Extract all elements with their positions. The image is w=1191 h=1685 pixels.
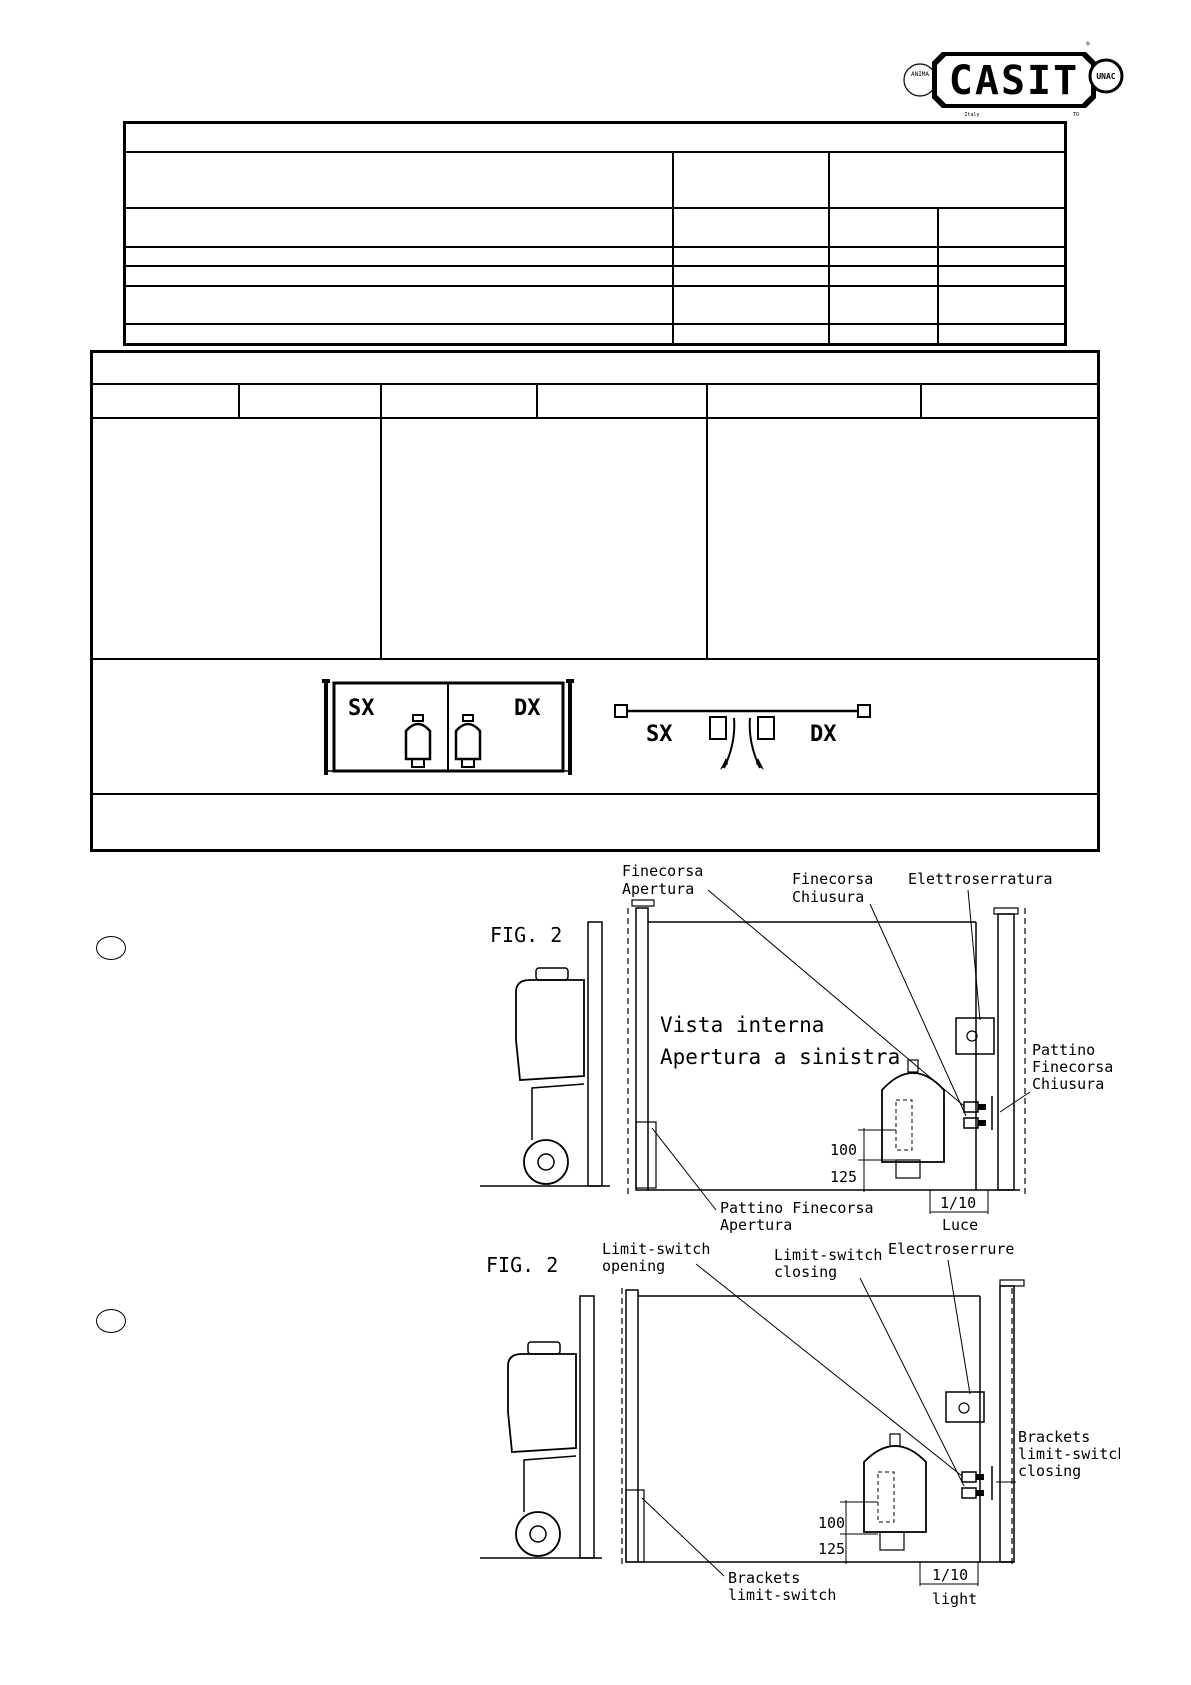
language-flag-en-icon: [96, 1309, 126, 1333]
registered-mark: ®: [1086, 41, 1090, 48]
opening-limit-it-2: Apertura: [622, 880, 694, 898]
view-line2-it: Apertura a sinistra: [660, 1045, 900, 1069]
lock-label-en: Electroserrure: [888, 1240, 1014, 1258]
closing-bracket-en-3: closing: [1018, 1462, 1081, 1480]
plan-label-sx: SX: [646, 722, 673, 747]
label-sx: SX: [348, 696, 375, 721]
opening-bracket-it-2: Apertura: [720, 1216, 792, 1234]
electric-lock-en: [945, 1391, 985, 1423]
closing-limit-it-1: Finecorsa: [792, 870, 873, 888]
closing-limit-en-1: Limit-switch: [774, 1246, 882, 1264]
closing-bracket-en-1: Brackets: [1018, 1428, 1090, 1446]
span-en: light: [932, 1590, 977, 1608]
spec-table-top: [123, 121, 1067, 346]
closing-bracket-it-1: Pattino: [1032, 1041, 1095, 1059]
closing-bracket-it-2: Finecorsa: [1032, 1058, 1113, 1076]
gate-plan-diagram: SX DX: [614, 704, 871, 770]
ratio-en: 1/10: [932, 1566, 968, 1584]
figure-2-english: FIG. 2 100 125 1/10 light Limit-switch o…: [480, 1240, 1120, 1608]
operator-right-icon: [454, 714, 482, 768]
dim-125-it: 125: [830, 1168, 857, 1186]
label-dx: DX: [514, 696, 541, 721]
opening-limit-en-2: opening: [602, 1257, 665, 1275]
plan-operator-left: [709, 716, 727, 740]
unac-badge-text: UNAC: [1096, 72, 1115, 81]
closing-limit-it-2: Chiusura: [792, 888, 864, 906]
lock-label-it: Elettroserratura: [908, 870, 1053, 888]
gate-operator-side-view: [480, 921, 610, 1187]
closing-limit-en-2: closing: [774, 1263, 837, 1281]
plan-operator-right: [757, 716, 775, 740]
dim-125-en: 125: [818, 1540, 845, 1558]
figure-2-italian: FIG. 2 100 125 1/10 Luce Vi: [480, 862, 1113, 1234]
gate-operator-side-view-en: [480, 1295, 602, 1559]
closing-bracket-en-2: limit-switch: [1018, 1445, 1120, 1463]
closing-bracket-it-3: Chiusura: [1032, 1075, 1104, 1093]
view-line1-it: Vista interna: [660, 1013, 824, 1037]
gate-elevation-diagram: SX DX: [322, 679, 574, 775]
opening-bracket-en-1: Brackets: [728, 1569, 800, 1587]
plan-label-dx: DX: [810, 722, 837, 747]
anima-badge: [903, 63, 937, 97]
language-flag-it-icon: [96, 936, 126, 960]
dim-100-it: 100: [830, 1141, 857, 1159]
ratio-it: 1/10: [940, 1194, 976, 1212]
electric-lock-it: [955, 1017, 995, 1055]
opening-limit-it-1: Finecorsa: [622, 862, 703, 880]
anima-badge-text: ANIMA: [911, 71, 929, 78]
logo-sub-left: Italy: [964, 112, 979, 118]
opening-bracket-it-1: Pattino Finecorsa: [720, 1199, 874, 1217]
logo-sub-right: TO: [1073, 112, 1079, 118]
dim-100-en: 100: [818, 1514, 845, 1532]
span-it: Luce: [942, 1216, 978, 1234]
unac-badge: [1088, 58, 1124, 94]
spec-table-main: [90, 350, 1100, 852]
opening-limit-en-1: Limit-switch: [602, 1240, 710, 1258]
fig-label-it: FIG. 2: [490, 923, 562, 947]
motor-outline-en: [863, 1433, 927, 1551]
opening-bracket-en-2: limit-switch: [728, 1586, 836, 1604]
motor-outline-it: [881, 1059, 945, 1179]
operator-left-icon: [404, 714, 432, 768]
fig-label-en: FIG. 2: [486, 1253, 558, 1277]
casit-logo: ANIMA CASIT UNAC Italy TO ®: [903, 41, 1124, 118]
casit-brand-text: CASIT: [949, 58, 1079, 104]
